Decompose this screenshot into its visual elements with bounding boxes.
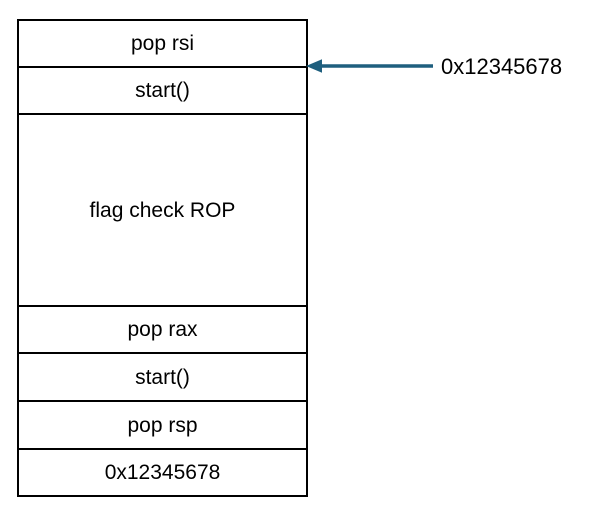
stack-cell-label: pop rsp [127, 413, 198, 437]
stack-cell-label: pop rsi [130, 32, 195, 55]
stack-cell-0x12345678: 0x12345678 [19, 450, 306, 495]
stack-cell-start-top: start() [19, 68, 306, 115]
stack-cell-label: 0x12345678 [104, 461, 221, 484]
stack-cell-start-bottom: start() [19, 354, 306, 402]
stack-cell-label: pop rax [127, 318, 198, 341]
stack-cell-pop-rsp: pop rsp [19, 402, 306, 450]
stack-cell-pop-rsi: pop rsi [19, 21, 306, 68]
stack-cell-label: start() [135, 79, 190, 102]
stack-cell-label: start() [135, 365, 190, 389]
arrow-head [306, 59, 322, 73]
stack-cell-label: flag check ROP [89, 198, 236, 222]
pointer-address-label: 0x12345678 [441, 54, 563, 79]
stack-cell-pop-rax: pop rax [19, 307, 306, 354]
stack-cell-flag-check-rop: flag check ROP [19, 115, 306, 307]
rop-stack-diagram: pop rsi start() flag check ROP pop rax s… [17, 19, 308, 497]
left-arrow-icon [306, 59, 433, 73]
